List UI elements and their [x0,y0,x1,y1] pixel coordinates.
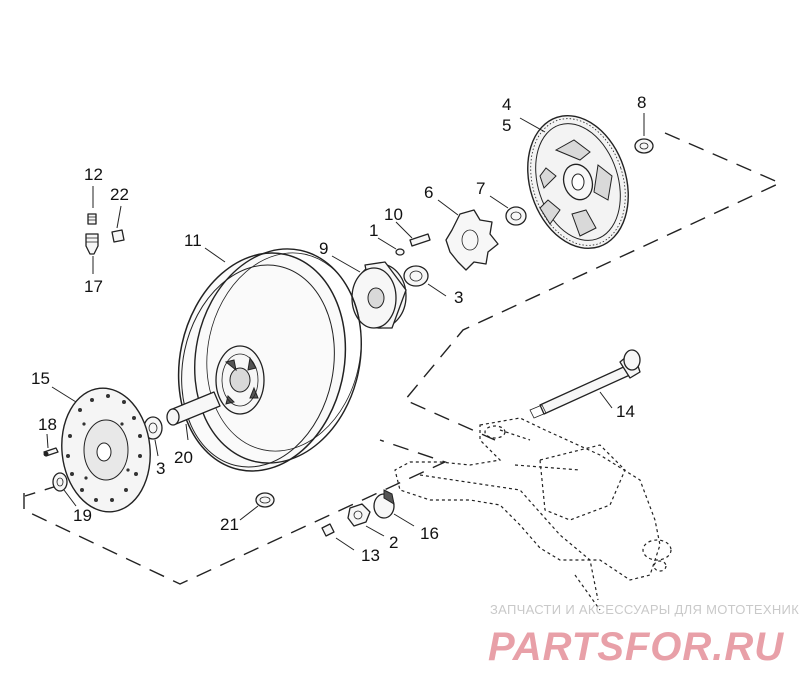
o-ring-21 [239,492,275,521]
callout-3-upper: 3 [454,288,463,307]
valve-stem-parts [85,186,125,274]
watermark-logo: PARTSFOR.RU [488,625,784,669]
spacer-7 [489,195,527,226]
callout-6: 6 [424,183,433,202]
callout-20: 20 [174,448,193,467]
sprocket-isolator [437,199,499,271]
callout-1: 1 [369,221,378,240]
callout-12: 12 [84,165,103,184]
callout-7: 7 [476,179,485,198]
washer-1 [377,237,405,256]
callout-18: 18 [38,415,57,434]
callout-8: 8 [637,93,646,112]
callout-16: 16 [420,524,439,543]
callout-14: 14 [616,402,635,421]
swingarm-outline [394,417,672,611]
callout-15: 15 [31,369,50,388]
callout-5: 5 [502,116,511,135]
belt-sprocket [519,114,629,250]
rear-wheel [177,247,362,472]
callout-labels: 1 2 3 3 4 5 6 7 8 9 10 11 12 13 14 15 16… [31,93,646,565]
watermark: ЗАПЧАСТИ И АКСЕССУАРЫ ДЛЯ МОТОТЕХНИКИ PA… [488,602,800,669]
wheel-hub [215,345,265,415]
axle-spacer-20 [166,391,221,441]
wheel-bearing-right [403,265,447,297]
bolt-10 [395,221,431,247]
callout-11: 11 [184,231,202,250]
watermark-tagline: ЗАПЧАСТИ И АКСЕССУАРЫ ДЛЯ МОТОТЕХНИКИ [490,602,800,617]
rotor-screw [43,433,59,457]
callout-4: 4 [502,95,511,114]
callout-10: 10 [384,205,403,224]
callout-22: 22 [110,185,129,204]
sprocket-bearing [634,113,654,154]
callout-19: 19 [73,506,92,525]
callout-2: 2 [389,533,398,552]
axle-clip-13 [321,523,355,551]
callout-9: 9 [319,239,328,258]
callout-21: 21 [220,515,239,534]
hub-carrier [331,255,407,329]
assembly-axis-lines [23,132,782,585]
axle-nut-2 [347,503,385,537]
brake-rotor [51,386,151,513]
axle-washer-16 [373,489,415,527]
callout-3-lower: 3 [156,459,165,478]
wheel-bearing-left [143,416,163,457]
callout-17: 17 [84,277,103,296]
disc-spacer-19 [52,472,77,507]
axle [529,349,641,419]
callout-13: 13 [361,546,380,565]
